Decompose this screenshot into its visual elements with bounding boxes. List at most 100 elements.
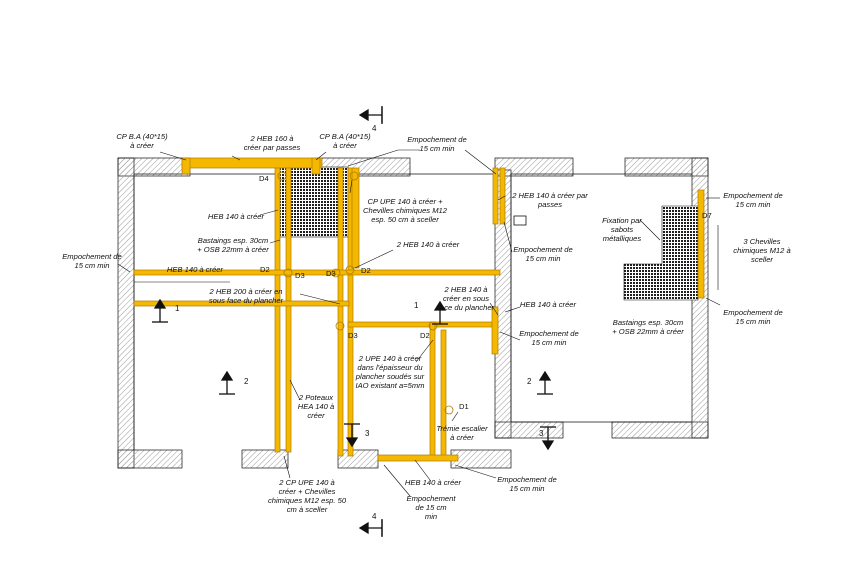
leader-line <box>451 411 459 422</box>
section-arrow-4-top <box>358 108 382 122</box>
leader-line <box>497 195 506 201</box>
beam-heb140-right-b <box>499 167 506 225</box>
leader-line <box>464 149 497 175</box>
leader-line <box>289 379 301 401</box>
label-heb140-bottom: HEB 140 à créer <box>405 478 462 487</box>
leader-line <box>454 464 497 479</box>
beam-column-left-b <box>285 167 292 453</box>
leader-line <box>489 302 499 316</box>
section-1-mid: 1 <box>414 301 419 310</box>
section-3-mid: 3 <box>365 429 370 438</box>
tag-d2-low: D2 <box>420 331 430 340</box>
section-4-bottom: 4 <box>372 512 377 521</box>
beam-far-right <box>697 189 705 299</box>
section-2-left: 2 <box>244 377 249 386</box>
steel-beams <box>133 157 705 462</box>
leader-line <box>415 339 434 363</box>
leader-line <box>231 155 241 161</box>
section-arrow-4-bottom <box>358 521 382 535</box>
leader-line <box>639 219 661 241</box>
beam-heb140-right-a <box>492 167 499 225</box>
wall-segment <box>450 449 512 469</box>
label-heb140-right: HEB 140 à créer <box>520 300 577 309</box>
leader-line <box>159 151 187 161</box>
tag-d3-right: D3 <box>326 269 336 278</box>
section-3-right: 3 <box>539 429 544 438</box>
label-heb140-left: HEB 140 à créer <box>167 265 224 274</box>
section-arrow-1-mid <box>433 300 447 324</box>
beam-heb140-right-wall <box>491 306 499 355</box>
leader-line <box>414 459 431 481</box>
wall-segment <box>337 449 379 469</box>
tag-d4: D4 <box>259 174 269 183</box>
leader-line <box>347 149 420 167</box>
beam-heb140-bottom <box>377 454 459 462</box>
leader-line <box>504 306 521 313</box>
beam-upe-top <box>351 167 360 269</box>
leader-line <box>283 455 291 479</box>
wall-segment <box>117 157 135 469</box>
section-2-right: 2 <box>527 377 532 386</box>
leader-line <box>259 209 279 216</box>
section-marks <box>152 106 556 537</box>
beam-junction <box>331 268 341 278</box>
label-cp-ba-left: CP B.A (40*15)à créer <box>116 132 168 150</box>
label-bastaings-right: Bastaings esp. 30cm+ OSB 22mm à créer <box>612 318 684 336</box>
wall-segment <box>494 157 574 177</box>
leader-line <box>499 331 521 341</box>
beam-junction <box>335 321 345 331</box>
section-arrow-3-right <box>541 427 555 451</box>
beam-column-right-a <box>337 167 344 457</box>
label-cp-upe-top: CP UPE 140 à créer +Chevilles chimiques … <box>363 197 448 224</box>
beam-cp-ba-left <box>181 157 191 175</box>
wall-segment <box>494 421 564 439</box>
section-arrow-2-left <box>220 370 234 394</box>
section-arrow-3-mid <box>345 424 359 448</box>
section-1-left: 1 <box>175 304 180 313</box>
leader-line <box>349 179 353 194</box>
leader-line <box>503 221 513 253</box>
leader-line <box>354 249 394 269</box>
leader-lines <box>117 149 721 497</box>
tag-d2-left: D2 <box>260 265 270 274</box>
beam-column-left-a <box>274 167 281 453</box>
beam-junction <box>345 265 355 275</box>
beam-upe-vertical-b <box>440 329 447 461</box>
leader-line <box>299 293 341 305</box>
beam-heb160-top <box>181 157 323 169</box>
section-4-top: 4 <box>372 124 377 133</box>
leader-line <box>705 297 721 306</box>
wall-segment <box>117 449 183 469</box>
section-arrow-2-right <box>538 370 552 394</box>
tag-d1: D1 <box>459 402 469 411</box>
tag-d3-left: D3 <box>295 271 305 280</box>
beam-junction <box>428 321 438 331</box>
wall-opening <box>513 215 527 226</box>
section-arrow-1-left <box>153 298 167 322</box>
label-heb140-top-left: HEB 140 à créer <box>208 212 265 221</box>
label-bastaings-left: Bastaings esp. 30cm+ OSB 22mm à créer <box>197 236 269 254</box>
leader-line <box>315 151 327 161</box>
beam-heb200 <box>133 300 350 307</box>
beam-column-right-b <box>347 167 354 457</box>
beam-junction <box>349 171 359 181</box>
label-cp-ba-right: CP B.A (40*15)à créer <box>319 132 371 150</box>
